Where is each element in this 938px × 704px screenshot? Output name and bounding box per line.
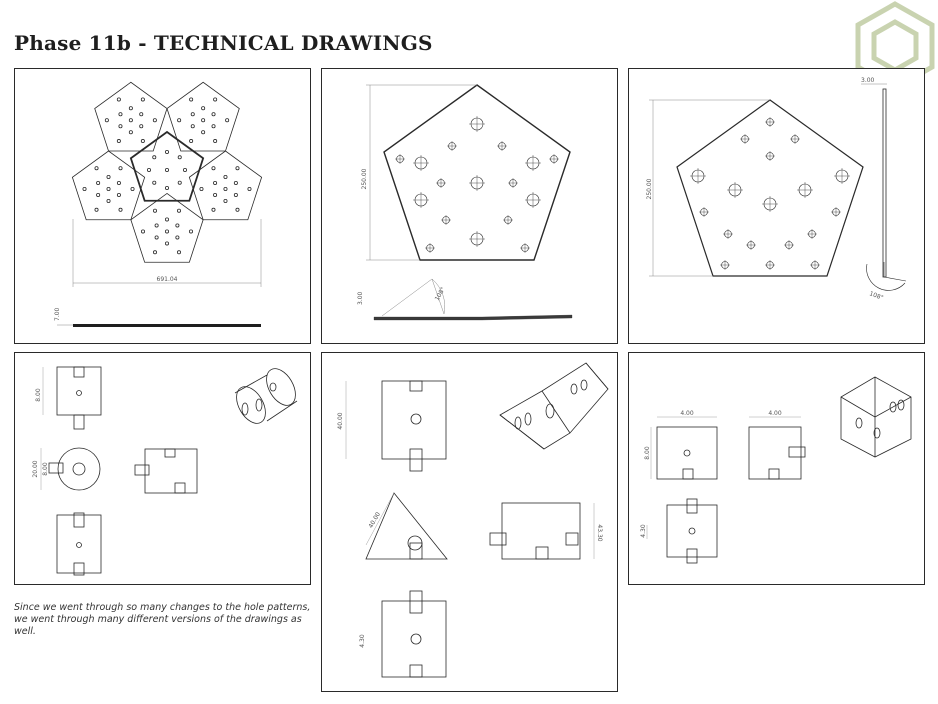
dimension-label-b: 4.00 <box>768 410 782 417</box>
angle-dimension-label: 108° <box>434 286 447 302</box>
thickness-dimension-label: 7.00 <box>54 307 61 321</box>
plate-b-drawing: 250.00 3.00 108° <box>646 77 907 302</box>
thickness-dimension-label: 3.00 <box>861 77 875 84</box>
height-dimension-label: 250.00 <box>361 168 368 189</box>
drawing-panel-cylinder-connector: 8.00 20.00 8.00 <box>14 352 311 585</box>
thickness-dimension-label: 3.00 <box>357 291 364 305</box>
assembly-drawing: 691.04 7.00 <box>54 81 263 327</box>
dimension-label-a: 8.00 <box>35 388 42 402</box>
height-dimension-label: 250.00 <box>646 178 653 199</box>
dimension-label-c: 8.00 <box>42 462 49 476</box>
angle-dimension-label: 108° <box>868 290 884 302</box>
drawing-panel-triangle-connector: 40.00 40.00 43.30 4.30 <box>321 352 618 692</box>
side-profile-bar <box>373 314 573 321</box>
dimension-label-d: 4.30 <box>359 634 366 648</box>
caption-text: Since we went through so many changes to… <box>14 602 311 637</box>
dimension-label-a: 4.00 <box>680 410 694 417</box>
side-profile-bar <box>882 88 887 278</box>
side-profile-bar <box>73 324 261 327</box>
drawing-panel-assembly: 691.04 7.00 <box>14 68 311 344</box>
dimension-label-a: 40.00 <box>337 412 344 429</box>
cylinder-connector-drawing: 8.00 20.00 8.00 <box>32 366 298 576</box>
plate-a-drawing: 250.00 3.00 108° <box>357 84 573 321</box>
cube-connector-drawing: 4.00 4.00 8.00 4.30 <box>640 376 912 564</box>
drawing-panel-plate-b: 250.00 3.00 108° <box>628 68 925 344</box>
drawing-panel-cube-connector: 4.00 4.00 8.00 4.30 <box>628 352 925 585</box>
dimension-label-c: 8.00 <box>644 446 651 460</box>
page-title: Phase 11b - TECHNICAL DRAWINGS <box>14 31 433 55</box>
dimension-label-c: 43.30 <box>596 524 603 541</box>
dimension-label-b: 20.00 <box>32 460 39 477</box>
dimension-label-d: 4.30 <box>640 524 647 538</box>
width-dimension-label: 691.04 <box>157 276 178 283</box>
triangle-connector-drawing: 40.00 40.00 43.30 4.30 <box>337 362 609 678</box>
drawing-panel-plate-a: 250.00 3.00 108° <box>321 68 618 344</box>
